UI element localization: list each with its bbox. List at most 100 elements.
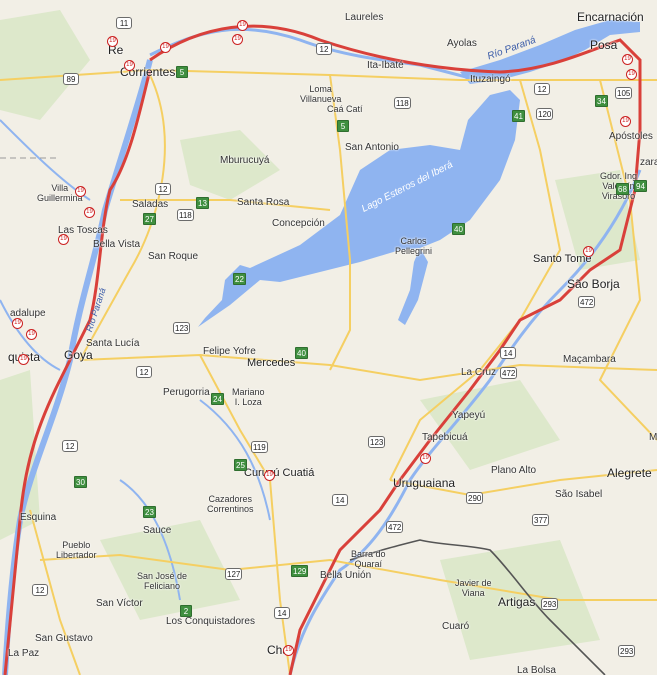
place-caa-cati: Caá Catí: [327, 104, 363, 114]
road-shield-12: 12: [32, 584, 48, 596]
place-ayolas: Ayolas: [447, 38, 477, 49]
river-secondary: [0, 119, 271, 601]
place-san-roque: San Roque: [148, 251, 199, 262]
route-pin[interactable]: 19: [160, 42, 171, 53]
road-shield-293: 293: [541, 598, 559, 610]
place-posadas: Posa: [590, 38, 618, 52]
road-shield-14: 14: [500, 347, 516, 359]
road-shield-14: 14: [274, 607, 290, 619]
place-san-jose-feliciano: San José de Feliciano: [137, 571, 188, 591]
route-pin[interactable]: 19: [232, 34, 243, 45]
route-pin[interactable]: 19: [84, 207, 95, 218]
place-ituzaingo: Ituzaingó: [470, 74, 511, 85]
road-shield-472: 472: [578, 296, 596, 308]
place-san-victor: San Víctor: [96, 598, 143, 609]
road-shield-5: 5: [176, 66, 188, 78]
lake-ibera: [198, 90, 520, 327]
road-shield-12: 12: [155, 183, 171, 195]
place-la-paz: La Paz: [8, 648, 40, 659]
place-guadalupe: adalupe: [10, 308, 46, 319]
route-pin[interactable]: 19: [620, 116, 631, 127]
road-shield-34: 34: [595, 95, 608, 107]
route-pin[interactable]: 19: [124, 60, 135, 71]
route-pin[interactable]: 19: [75, 186, 86, 197]
place-cuaro: Cuaró: [442, 621, 470, 632]
place-villa-guillermina: Villa Guillermina: [37, 183, 83, 203]
place-santa-lucia: Santa Lucía: [86, 338, 140, 349]
place-carlos-pellegrini: Carlos Pellegrini: [395, 236, 433, 256]
road-shield-472: 472: [500, 367, 518, 379]
place-la-cruz: La Cruz: [461, 367, 497, 378]
road-shield-27: 27: [143, 213, 156, 225]
road-shield-118: 118: [394, 97, 411, 109]
route-pin[interactable]: 19: [626, 69, 637, 80]
national-border: [349, 539, 606, 675]
road-shield-105: 105: [615, 87, 633, 99]
road-shield-377: 377: [532, 514, 550, 526]
road-shield-14: 14: [332, 494, 348, 506]
route-pin[interactable]: 19: [107, 36, 118, 47]
route-highlight: [3, 24, 642, 675]
place-los-conquistadores: Los Conquistadores: [166, 616, 255, 627]
road-shield-25: 25: [234, 459, 247, 471]
road-shield-22: 22: [233, 273, 246, 285]
road-shield-129: 129: [291, 565, 309, 577]
route-pin[interactable]: 19: [264, 470, 275, 481]
place-uruguaiana: Uruguaiana: [393, 476, 456, 490]
route-pin[interactable]: 19: [622, 54, 633, 65]
route-pin[interactable]: 19: [18, 354, 29, 365]
road-shield-123: 123: [368, 436, 386, 448]
route-pin[interactable]: 19: [26, 329, 37, 340]
place-tapebicua: Tapebicuá: [422, 432, 468, 443]
place-mburucuya: Mburucuyá: [220, 155, 270, 166]
place-las-toscas: Las Toscas: [58, 225, 108, 236]
route-pin[interactable]: 19: [283, 645, 294, 656]
route-pin[interactable]: 19: [58, 234, 69, 245]
route-pin[interactable]: 19: [237, 20, 248, 31]
place-laureles: Laureles: [345, 12, 384, 23]
place-mercedes: Mercedes: [247, 357, 296, 369]
route-pin[interactable]: 19: [420, 453, 431, 464]
place-concepcion: Concepción: [272, 218, 325, 229]
road-shield-41: 41: [512, 110, 525, 122]
road-shield-11: 11: [116, 17, 132, 29]
place-sao-isabel: São Isabel: [555, 489, 603, 500]
place-curuzu-cuatia: Curuzú Cuatiá: [244, 467, 315, 479]
route-pin[interactable]: 19: [583, 246, 594, 257]
vegetation-areas: [0, 10, 640, 660]
road-shield-118: 118: [177, 209, 194, 221]
road-shield-94: 94: [634, 180, 647, 192]
road-shield-290: 290: [466, 492, 484, 504]
place-perugorria: Perugorria: [163, 387, 210, 398]
place-barra-do-quarai: Barra do Quaraí: [351, 549, 386, 569]
place-m-edge: M: [649, 432, 657, 443]
place-esquina: Esquina: [20, 512, 57, 523]
road-shield-119: 119: [251, 441, 268, 453]
place-san-gustavo: San Gustavo: [35, 633, 93, 644]
lake-ibera-arm: [398, 248, 428, 325]
place-yapeyu: Yapeyú: [452, 410, 486, 421]
place-resistencia: Re: [108, 43, 124, 57]
road-shield-12: 12: [534, 83, 550, 95]
place-ita-ibate: Ita-Ibaté: [367, 60, 404, 71]
road-shield-68: 68: [616, 183, 629, 195]
place-goya: Goya: [64, 348, 93, 362]
place-santa-rosa: Santa Rosa: [237, 197, 290, 208]
route-pin[interactable]: 19: [12, 318, 23, 329]
place-bella-vista: Bella Vista: [93, 239, 141, 250]
river-parana-north: [460, 20, 640, 84]
road-shield-24: 24: [211, 393, 224, 405]
place-corrientes: Corrientes: [120, 65, 176, 79]
road-shield-2: 2: [180, 605, 192, 617]
place-mariano-loza: Mariano I. Loza: [232, 387, 265, 407]
place-encarnacion: Encarnación: [577, 10, 644, 24]
road-shield-120: 120: [536, 108, 554, 120]
road-shield-12: 12: [136, 366, 152, 378]
road-shield-123: 123: [173, 322, 191, 334]
place-loma-villanueva: Loma Villanueva: [300, 84, 342, 104]
place-alegrete: Alegrete: [607, 466, 652, 480]
place-felipe-yofre: Felipe Yofre: [203, 346, 256, 357]
place-artigas: Artigas: [498, 595, 536, 609]
road-shield-472: 472: [386, 521, 404, 533]
